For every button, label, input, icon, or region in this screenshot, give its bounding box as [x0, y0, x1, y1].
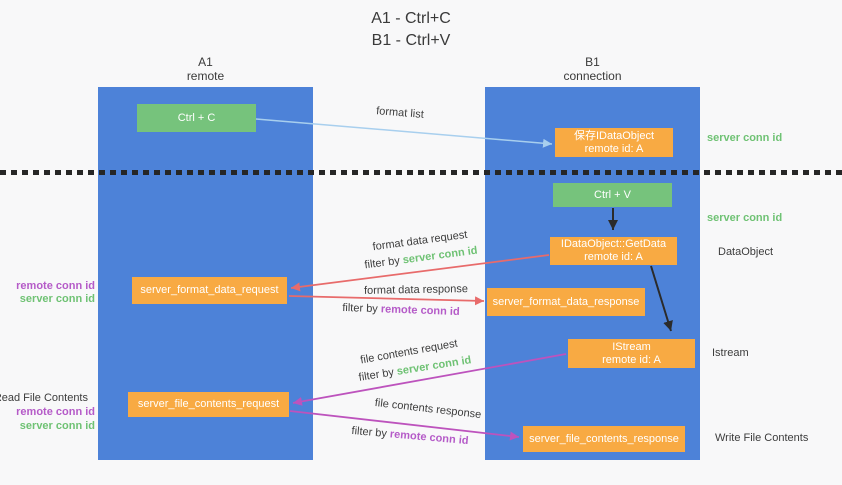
node-save-idataobject-line1: 保存IDataObject: [573, 129, 655, 142]
node-ctrl-c: Ctrl + C: [137, 104, 256, 132]
node-server-format-data-response: server_format_data_response: [487, 288, 645, 316]
label-format-list: format list: [375, 105, 425, 121]
node-server-file-contents-response: server_file_contents_response: [523, 426, 685, 452]
lane-header-a1: A1 remote: [98, 55, 313, 83]
node-istream-line2: remote id: A: [602, 353, 661, 366]
title-line-1: A1 - Ctrl+C: [371, 10, 451, 27]
node-save-idataobject: 保存IDataObject remote id: A: [555, 128, 673, 157]
node-format-response-label: server_format_data_response: [492, 295, 640, 308]
label-read-file-contents: Read File Contents: [0, 392, 88, 404]
lane-b1-name: B1: [585, 55, 600, 69]
node-file-response-label: server_file_contents_response: [529, 432, 679, 445]
node-save-idataobject-line2: remote id: A: [584, 142, 644, 155]
node-getdata-line1: IDataObject::GetData: [560, 238, 667, 250]
arrow-format-data-response: [288, 295, 485, 306]
label-remote-conn-id-left-1: remote conn id: [16, 280, 95, 292]
label-dataobject: DataObject: [718, 246, 774, 258]
title-line-2: B1 - Ctrl+V: [371, 32, 451, 49]
node-idataobject-getdata: IDataObject::GetData remote id: A: [550, 237, 677, 265]
node-ctrl-v-label: Ctrl + V: [594, 188, 631, 201]
diagram-title: A1 - Ctrl+C B1 - Ctrl+V: [331, 8, 491, 52]
label-remote-conn-id-left-2: remote conn id: [16, 406, 95, 418]
filter-by-text: filter by: [357, 366, 395, 384]
remote-conn-id-text: remote conn id: [380, 303, 460, 319]
lane-a1-name: A1: [198, 55, 213, 69]
lane-b1-role: connection: [563, 69, 622, 83]
label-filter-by-remote-conn-id-2: filter by remote conn id: [351, 425, 469, 447]
label-file-contents-response: file contents response: [374, 396, 482, 422]
remote-conn-id-text: remote conn id: [389, 428, 469, 448]
node-file-request-label: server_file_contents_request: [137, 398, 280, 410]
node-format-request-label: server_format_data_request: [140, 284, 279, 296]
label-server-conn-id-mid-right: server conn id: [707, 212, 783, 224]
label-format-data-response: format data response: [363, 283, 469, 297]
label-filter-by-remote-conn-id-1: filter by remote conn id: [342, 302, 460, 318]
node-server-format-data-request: server_format_data_request: [132, 277, 287, 304]
node-server-file-contents-request: server_file_contents_request: [128, 392, 289, 417]
filter-by-text: filter by: [351, 424, 388, 440]
node-getdata-line2: remote id: A: [584, 251, 643, 263]
label-server-conn-id-left-1: server conn id: [19, 293, 95, 305]
phase-separator-dotted-line: [0, 170, 842, 175]
lane-a1-role: remote: [186, 69, 225, 83]
node-ctrl-c-label: Ctrl + C: [177, 111, 216, 124]
filter-by-text: filter by: [342, 301, 379, 316]
node-istream: IStream remote id: A: [568, 339, 695, 368]
node-istream-line1: IStream: [612, 340, 651, 353]
node-ctrl-v: Ctrl + V: [553, 183, 672, 207]
label-istream: Istream: [712, 347, 749, 359]
label-server-conn-id-left-2: server conn id: [19, 420, 95, 432]
lane-header-b1: B1 connection: [485, 55, 700, 83]
label-server-conn-id-top-right: server conn id: [707, 132, 783, 144]
label-write-file-contents: Write File Contents: [715, 432, 809, 444]
filter-by-text: filter by: [363, 254, 401, 272]
